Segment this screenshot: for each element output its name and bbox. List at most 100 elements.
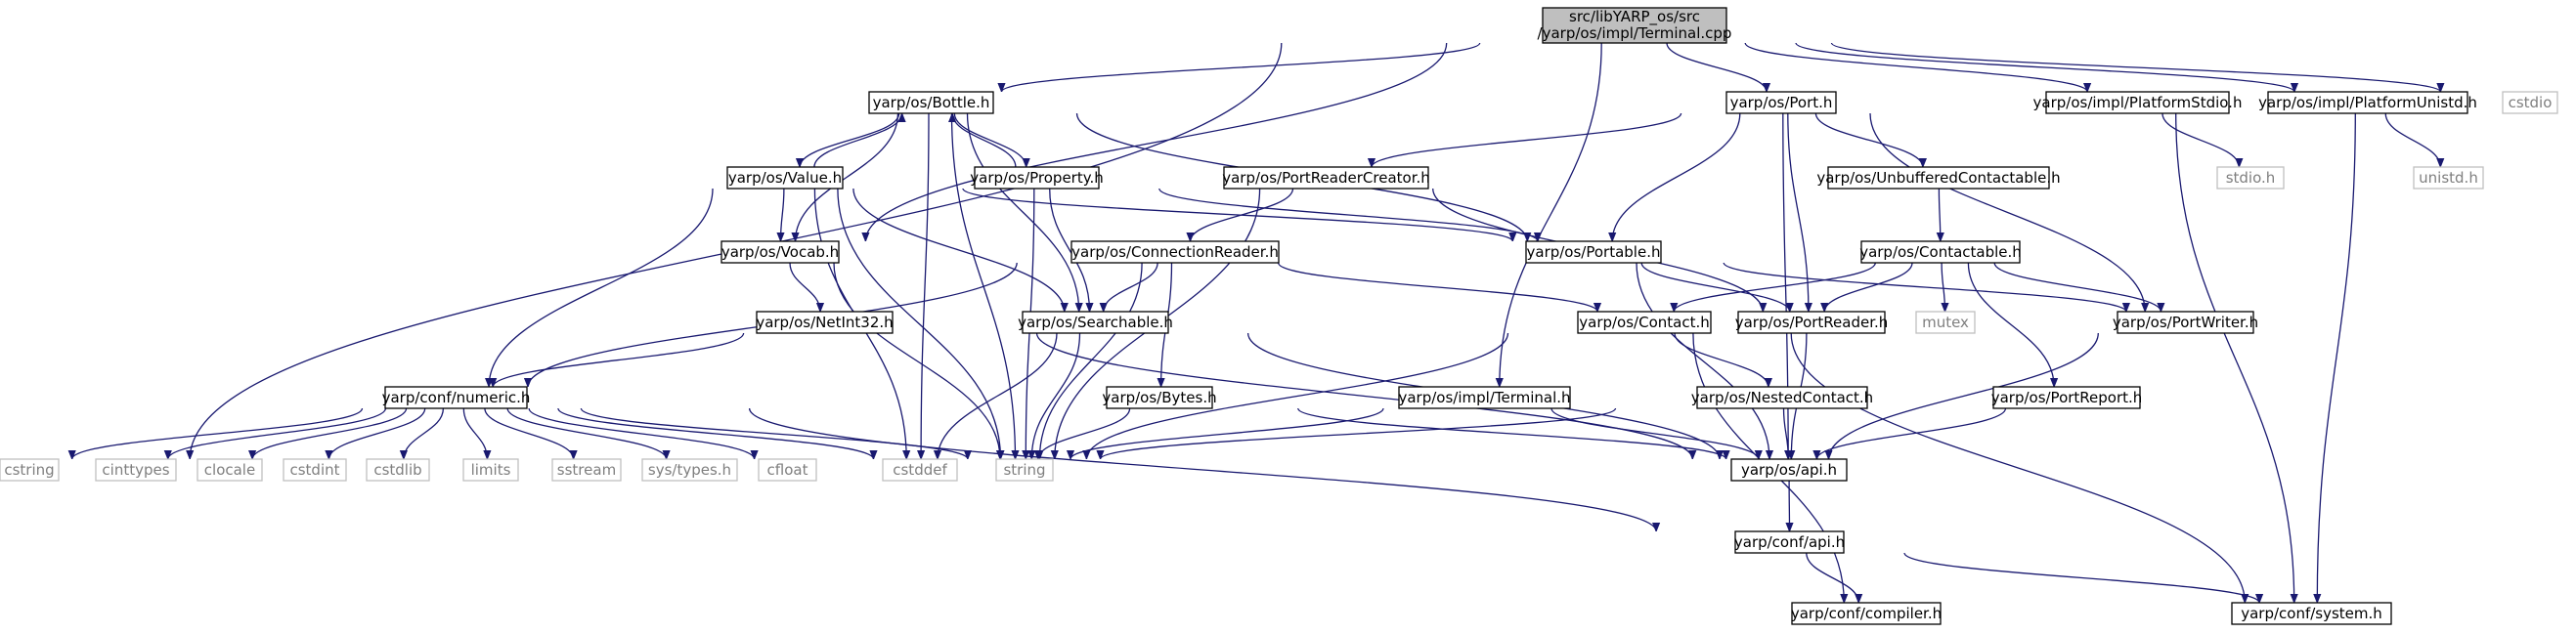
node-cstdint[interactable]: cstdint [283,458,347,482]
node-platformunistd[interactable]: yarp/os/impl/PlatformUnistd.h [2258,91,2477,114]
edge-vocab-to-netint32 [789,262,820,313]
edge-value-to-string [837,188,1001,459]
node-label: yarp/os/impl/PlatformUnistd.h [2258,94,2477,111]
node-nestedcontact[interactable]: yarp/os/NestedContact.h [1691,386,1873,409]
node-connectionreader[interactable]: yarp/os/ConnectionReader.h [1070,240,1280,264]
node-confapi[interactable]: yarp/conf/api.h [1734,530,1845,554]
node-terminal[interactable]: yarp/os/impl/Terminal.h [1398,386,1571,409]
node-sstream[interactable]: sstream [551,458,622,482]
node-mutex[interactable]: mutex [1915,311,1976,334]
node-label: yarp/os/PortWriter.h [2113,314,2258,331]
node-vocab[interactable]: yarp/os/Vocab.h [720,240,840,264]
edge-numeric-to-clocale [252,407,408,460]
node-contactable[interactable]: yarp/os/Contactable.h [1859,240,2022,264]
edge-bytes-to-osapi [1297,407,1726,460]
edge-platformunistd-to-system [2317,112,2356,603]
node-clocale[interactable]: clocale [196,458,263,482]
node-netint32[interactable]: yarp/os/NetInt32.h [756,311,894,334]
node-cstring[interactable]: cstring [0,458,60,482]
node-cinttypes[interactable]: cinttypes [95,458,177,482]
edge-numeric-to-cinttypes [168,407,387,460]
node-numeric[interactable]: yarp/conf/numeric.h [382,386,531,409]
edge-bottle-to-searchable [966,112,1079,312]
node-box [1022,311,1169,334]
edge-nestedcontact-to-osapi [1782,407,1789,459]
node-property[interactable]: yarp/os/Property.h [970,166,1104,190]
node-unistd[interactable]: unistd.h [2413,166,2484,190]
node-bottle[interactable]: yarp/os/Bottle.h [868,91,994,114]
node-cstddef[interactable]: cstddef [882,458,958,482]
node-system[interactable]: yarp/conf/system.h [2231,602,2392,625]
node-label: yarp/os/Vocab.h [721,243,839,261]
node-label: yarp/os/NetInt32.h [756,314,893,331]
node-stdio[interactable]: stdio.h [2216,166,2285,190]
node-portreadercreator[interactable]: yarp/os/PortReaderCreator.h [1222,166,1430,190]
node-box [995,458,1054,482]
node-label: yarp/os/Contact.h [1579,314,1710,331]
node-systypes[interactable]: sys/types.h [641,458,738,482]
node-box [2413,166,2484,190]
edge-numeric-to-limits [462,407,487,460]
edge-contactable-to-portreport [1967,262,2054,387]
edge-port-to-unbuffered [1814,112,1923,168]
edge-portable-to-osapi [1636,262,1769,459]
node-portreader[interactable]: yarp/os/PortReader.h [1735,311,1889,334]
node-compiler[interactable]: yarp/conf/compiler.h [1791,602,1942,625]
node-label: yarp/os/api.h [1741,461,1837,479]
node-value[interactable]: yarp/os/Value.h [726,166,844,190]
edge-contact-to-nestedcontact [1674,332,1768,388]
node-box [196,458,263,482]
node-osapi[interactable]: yarp/os/api.h [1730,458,1848,482]
node-box [1791,602,1942,625]
node-label: string [1003,461,1045,479]
node-box [283,458,347,482]
node-portable[interactable]: yarp/os/Portable.h [1525,240,1662,264]
edge-value-to-bottle [813,112,902,168]
node-platformstdio[interactable]: yarp/os/impl/PlatformStdio.h [2033,91,2243,114]
node-label: cstdio [2509,94,2553,111]
node-box [1827,166,2050,190]
node-searchable[interactable]: yarp/os/Searchable.h [1018,311,1173,334]
edge-portable-to-portreader [1640,262,1790,313]
edge-vocab-to-string [833,262,1000,459]
edge-bottle-to-value [800,112,900,168]
node-box [726,166,844,190]
node-box [882,458,958,482]
node-portreport[interactable]: yarp/os/PortReport.h [1991,386,2143,409]
node-box [2216,166,2285,190]
node-root[interactable]: src/libYARP_os/src/yarp/os/impl/Terminal… [1538,7,1732,44]
node-cstdlib[interactable]: cstdlib [366,458,430,482]
node-label: yarp/os/Bytes.h [1102,389,1216,406]
node-limits[interactable]: limits [462,458,519,482]
edge-netint32-to-osapi [1035,332,1693,460]
node-portwriter[interactable]: yarp/os/PortWriter.h [2113,311,2258,334]
node-label: yarp/os/PortReport.h [1991,389,2143,406]
node-box [1070,240,1280,264]
edge-value-to-searchable [852,188,1065,312]
node-bytes[interactable]: yarp/os/Bytes.h [1102,386,1217,409]
edge-root-to-platformunistd [1795,42,2294,93]
edge-contact-to-string [1086,332,1509,459]
node-box [1992,386,2141,409]
edge-searchable-to-cstddef [938,332,1058,459]
node-box [2502,91,2558,114]
node-box [0,458,60,482]
node-port[interactable]: yarp/os/Port.h [1725,91,1837,114]
node-contact[interactable]: yarp/os/Contact.h [1577,311,1712,334]
node-unbuffered[interactable]: yarp/os/UnbufferedContactable.h [1816,166,2061,190]
node-box [1577,311,1712,334]
edge-platformstdio-to-stdio [2161,112,2240,168]
node-label: mutex [1922,314,1969,331]
node-cstdio[interactable]: cstdio [2502,91,2558,114]
node-cfloat[interactable]: cfloat [758,458,817,482]
node-label: yarp/os/UnbufferedContactable.h [1816,169,2060,187]
edge-bottle-to-cstddef [921,112,930,459]
edge-connectionreader-to-contact [1277,262,1597,313]
edge-confapi-to-system [1903,552,2259,604]
edge-netint32-to-numeric [493,332,745,388]
node-label: yarp/conf/system.h [2241,605,2382,622]
edge-portreport-to-osapi [1816,407,2007,460]
node-box [1106,386,1213,409]
node-string[interactable]: string [995,458,1054,482]
